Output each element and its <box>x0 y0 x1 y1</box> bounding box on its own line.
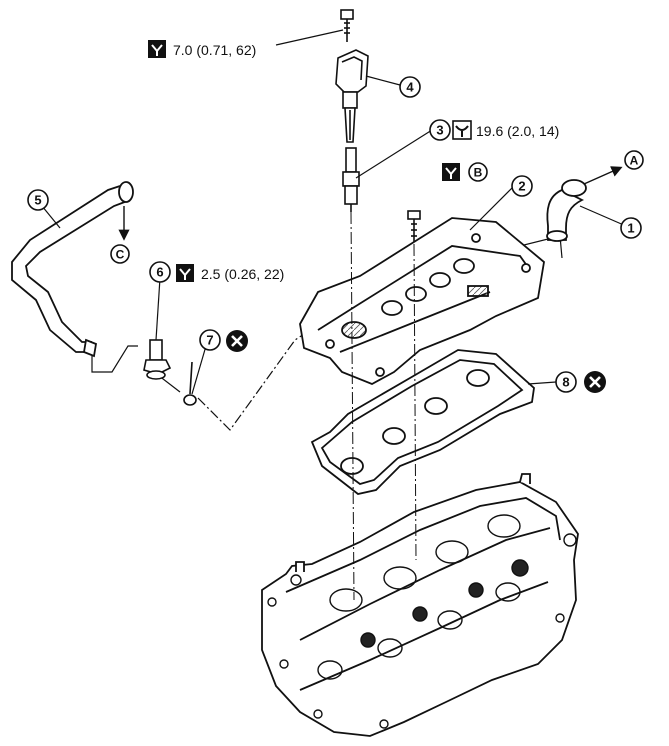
callout-7: 7 <box>199 329 221 351</box>
ref-c: C <box>110 244 130 264</box>
callout-number: 4 <box>406 80 414 95</box>
torque-wrench-icon <box>442 163 460 181</box>
spark-plug-wrench-icon <box>452 120 472 140</box>
ignition-coil-bolt <box>340 9 354 42</box>
rocker-cover-bolt <box>407 210 421 244</box>
callout-3: 3 <box>429 119 451 141</box>
spark-plug <box>342 147 360 212</box>
o-ring <box>183 361 197 406</box>
torque-value: 19.6 (2.0, 14) <box>476 123 559 139</box>
ref-letter-b: B <box>474 166 483 180</box>
cylinder-head <box>261 473 579 737</box>
callout-number: 1 <box>627 221 634 236</box>
ref-a: A <box>624 150 644 170</box>
torque-wrench-icon <box>148 40 166 58</box>
callout-number: 6 <box>156 265 163 280</box>
callout-4: 4 <box>399 76 421 98</box>
rocker-cover-gasket <box>310 349 535 495</box>
callout-6: 6 <box>149 261 171 283</box>
callout-number: 8 <box>562 375 569 390</box>
ref-letter-a: A <box>630 154 639 168</box>
torque-spec-pcv-valve: 2.5 (0.26, 22) <box>176 264 284 282</box>
ignition-coil <box>335 49 369 143</box>
callout-5: 5 <box>27 189 49 211</box>
torque-spec-spark-plug: 19.6 (2.0, 14) <box>452 120 559 140</box>
x-circle-icon <box>584 371 606 393</box>
callout-number: 2 <box>518 179 525 194</box>
ref-letter-c: C <box>116 248 125 262</box>
callout-number: 5 <box>34 193 41 208</box>
callout-8: 8 <box>555 371 577 393</box>
torque-wrench-icon <box>176 264 194 282</box>
elbow-hose <box>546 179 587 242</box>
torque-ref-b: B <box>442 162 488 182</box>
callout-2: 2 <box>511 175 533 197</box>
pcv-valve <box>143 339 172 380</box>
callout-number: 7 <box>206 333 213 348</box>
x-circle-icon <box>226 330 248 352</box>
cylinder-head-cover <box>299 217 545 385</box>
alignment-chain-lines <box>350 211 417 601</box>
arrow-to-ref-a <box>583 166 623 185</box>
callout-number: 3 <box>436 123 443 138</box>
pcv-hose <box>11 181 134 358</box>
callout-leaders <box>41 29 627 395</box>
callout-1: 1 <box>620 217 642 239</box>
torque-value: 2.5 (0.26, 22) <box>201 266 284 282</box>
torque-value: 7.0 (0.71, 62) <box>173 42 256 58</box>
torque-spec-ignition-bolt: 7.0 (0.71, 62) <box>148 40 256 58</box>
